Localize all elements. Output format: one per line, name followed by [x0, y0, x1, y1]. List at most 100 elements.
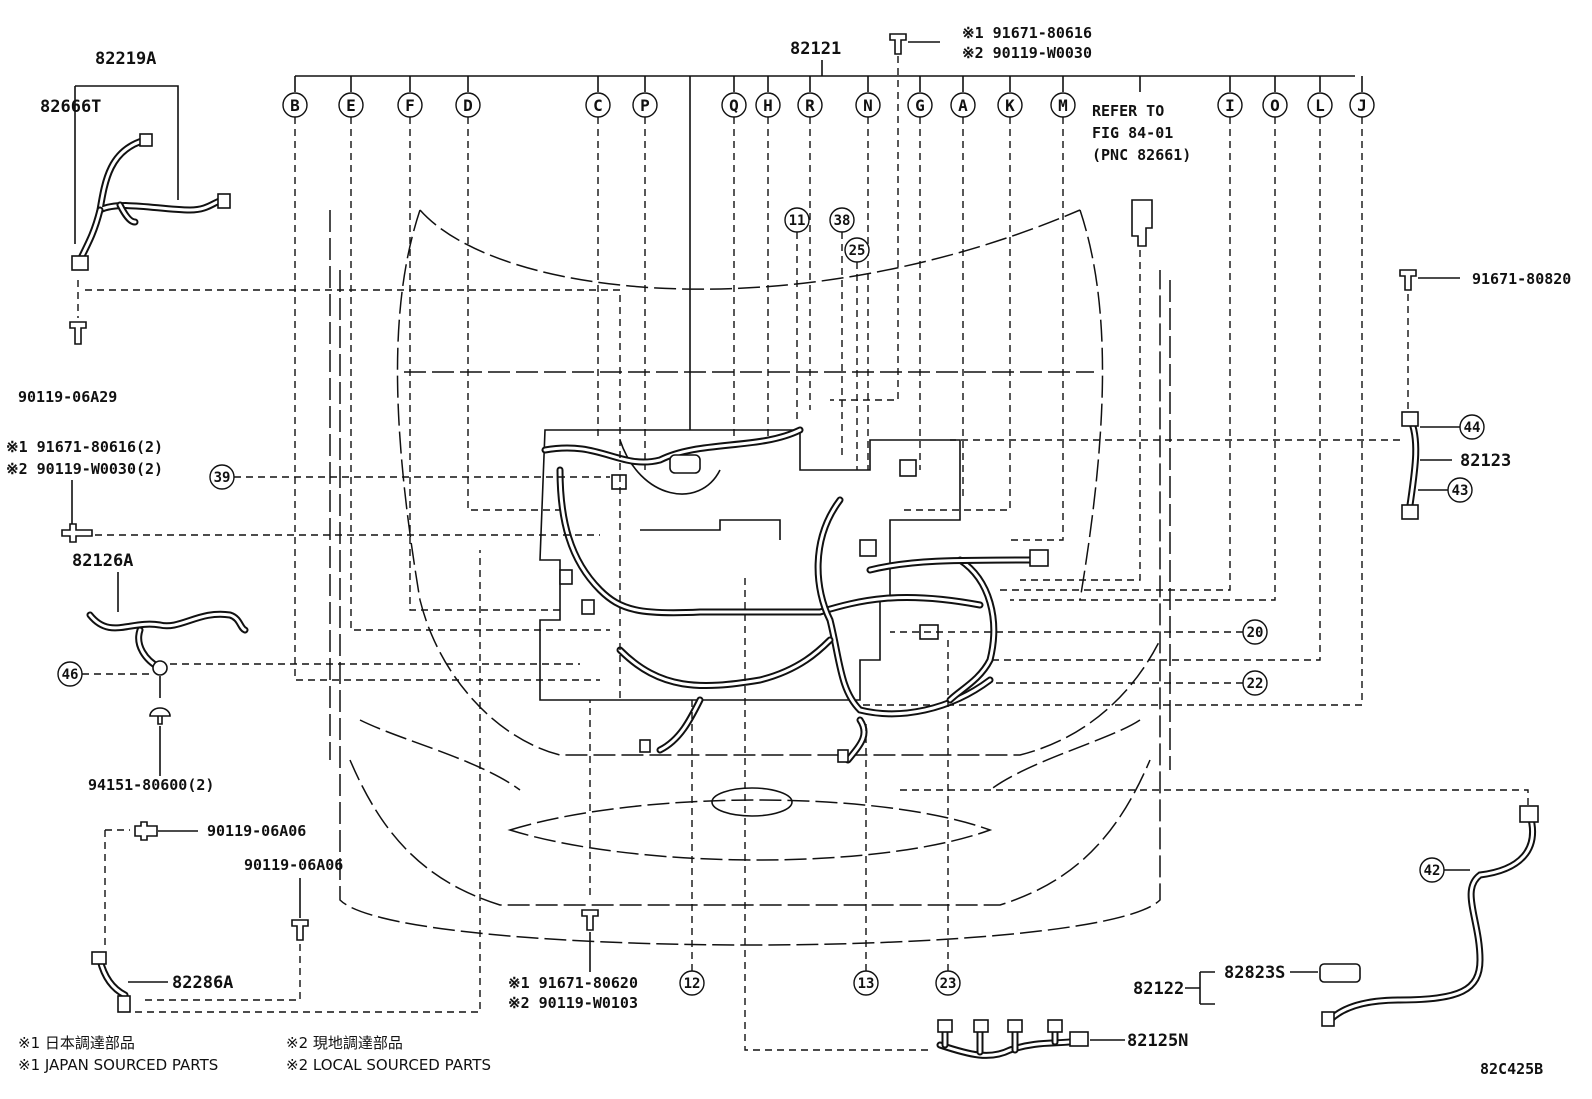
svg-text:82219A: 82219A: [95, 49, 156, 69]
svg-text:A: A: [958, 96, 968, 115]
svg-text:R: R: [805, 96, 815, 115]
svg-text:M: M: [1058, 96, 1068, 115]
svg-text:44: 44: [1464, 420, 1481, 436]
harness-82219A: 82219A 82666T 90119-06A29: [18, 49, 621, 700]
marker-22: 22: [1242, 670, 1268, 696]
svg-text:※1 日本調達部品: ※1 日本調達部品: [18, 1034, 135, 1052]
svg-text:※1 91671-80616: ※1 91671-80616: [962, 24, 1092, 42]
marker-A: A: [950, 92, 976, 118]
marker-11: 11: [784, 207, 810, 233]
svg-text:11: 11: [789, 213, 806, 229]
svg-text:※2 90119-W0030: ※2 90119-W0030: [962, 44, 1092, 62]
svg-text:82666T: 82666T: [40, 97, 101, 117]
main-bracket: [295, 60, 1355, 77]
svg-text:94151-80600(2): 94151-80600(2): [88, 776, 214, 794]
footnotes: ※1 日本調達部品 ※2 現地調達部品 ※1 JAPAN SOURCED PAR…: [18, 1034, 491, 1074]
svg-text:82123: 82123: [1460, 451, 1511, 471]
number-markers: 11 38 25 39 44 43 46 20 22 42 12 13 23: [57, 207, 1485, 996]
svg-text:P: P: [640, 96, 650, 115]
svg-text:※1 91671-80616(2): ※1 91671-80616(2): [6, 438, 163, 456]
marker-13: 13: [853, 970, 879, 996]
marker-I: I: [1217, 92, 1243, 118]
svg-text:C: C: [593, 96, 603, 115]
harness-82123: 91671-80820 82123: [950, 269, 1571, 520]
svg-text:38: 38: [834, 213, 851, 229]
left-bolt-group: ※1 91671-80616(2) ※2 90119-W0030(2): [6, 438, 600, 543]
marker-D: D: [455, 92, 481, 118]
figure-code: 82C425B: [1480, 1060, 1543, 1078]
marker-P: P: [632, 92, 658, 118]
svg-text:20: 20: [1247, 625, 1264, 641]
harness-82122: 82122 82823S: [900, 789, 1539, 1027]
svg-text:39: 39: [214, 470, 231, 486]
svg-text:※1 91671-80620: ※1 91671-80620: [508, 974, 638, 992]
top-bolt: ※1 91671-80616 ※2 90119-W0030: [830, 24, 1092, 401]
svg-text:90119-06A06: 90119-06A06: [207, 822, 306, 840]
svg-text:REFER TO: REFER TO: [1092, 102, 1164, 120]
svg-text:82125N: 82125N: [1127, 1031, 1188, 1051]
marker-E: E: [338, 92, 364, 118]
svg-text:12: 12: [684, 976, 701, 992]
marker-25: 25: [844, 237, 870, 263]
svg-text:13: 13: [858, 976, 875, 992]
svg-text:※2 現地調達部品: ※2 現地調達部品: [286, 1034, 403, 1052]
marker-B: B: [282, 92, 308, 118]
marker-N: N: [855, 92, 881, 118]
svg-text:90119-06A29: 90119-06A29: [18, 388, 117, 406]
svg-text:Q: Q: [729, 96, 739, 115]
svg-text:82126A: 82126A: [72, 551, 133, 571]
marker-44: 44: [1459, 414, 1485, 440]
svg-text:L: L: [1315, 96, 1325, 115]
svg-text:H: H: [763, 96, 773, 115]
svg-text:25: 25: [849, 243, 866, 259]
part-82121: 82121: [790, 39, 841, 59]
marker-J: J: [1349, 92, 1375, 118]
svg-text:FIG 84-01: FIG 84-01: [1092, 124, 1173, 142]
svg-text:82286A: 82286A: [172, 973, 233, 993]
svg-text:E: E: [346, 96, 356, 115]
svg-text:B: B: [290, 96, 300, 115]
svg-text:K: K: [1005, 96, 1015, 115]
marker-M: M: [1050, 92, 1076, 118]
svg-text:I: I: [1225, 96, 1235, 115]
marker-R: R: [797, 92, 823, 118]
marker-O: O: [1262, 92, 1288, 118]
svg-text:※1 JAPAN SOURCED PARTS: ※1 JAPAN SOURCED PARTS: [18, 1056, 218, 1074]
marker-42: 42: [1419, 857, 1445, 883]
svg-text:O: O: [1270, 96, 1280, 115]
svg-text:G: G: [915, 96, 925, 115]
svg-text:82823S: 82823S: [1224, 963, 1285, 983]
svg-text:90119-06A06: 90119-06A06: [244, 856, 343, 874]
marker-46: 46: [57, 661, 83, 687]
marker-12: 12: [679, 970, 705, 996]
svg-text:22: 22: [1247, 676, 1264, 692]
svg-text:23: 23: [940, 976, 957, 992]
svg-text:43: 43: [1452, 483, 1469, 499]
svg-text:D: D: [463, 96, 473, 115]
bracket-drops: [294, 76, 1363, 430]
marker-20: 20: [1242, 619, 1268, 645]
marker-F: F: [397, 92, 423, 118]
letter-leaders: [294, 117, 1363, 706]
bottom-center-bolt: ※1 91671-80620 ※2 90119-W0103: [508, 700, 638, 1012]
refer-connector: [1131, 199, 1153, 247]
marker-C: C: [585, 92, 611, 118]
marker-L: L: [1307, 92, 1333, 118]
letter-markers: B E F D C P Q H R N G A K M I O L J: [282, 92, 1375, 118]
harness-82286A: 90119-06A06 90119-06A06 82286A: [91, 550, 481, 1013]
svg-text:91671-80820: 91671-80820: [1472, 270, 1571, 288]
marker-G: G: [907, 92, 933, 118]
svg-text:※2 LOCAL SOURCED PARTS: ※2 LOCAL SOURCED PARTS: [286, 1056, 491, 1074]
svg-text:※2 90119-W0103: ※2 90119-W0103: [508, 994, 638, 1012]
marker-K: K: [997, 92, 1023, 118]
svg-text:46: 46: [62, 667, 79, 683]
svg-text:42: 42: [1424, 863, 1441, 879]
refer-note: REFER TO FIG 84-01 (PNC 82661): [1020, 102, 1191, 581]
marker-39: 39: [209, 464, 235, 490]
svg-text:J: J: [1357, 96, 1367, 115]
engine-bay-harness: [539, 426, 1049, 764]
marker-H: H: [755, 92, 781, 118]
harness-82126A: 82126A 94151-80600(2): [72, 551, 580, 794]
marker-38: 38: [829, 207, 855, 233]
